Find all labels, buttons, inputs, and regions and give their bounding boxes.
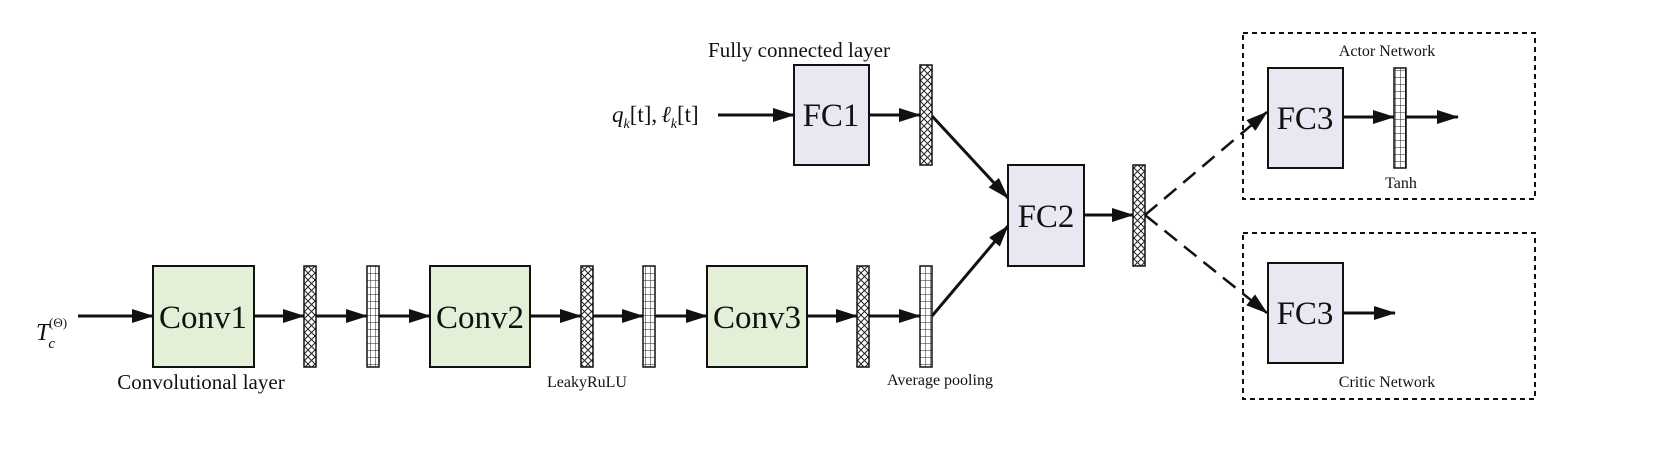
conv2-box [429, 265, 531, 368]
fc-layer-caption: Fully connected layer [708, 38, 890, 62]
conv1-label: Conv1 [159, 300, 247, 336]
conv2-label: Conv2 [436, 300, 524, 336]
fc1-box [793, 64, 870, 166]
critic-network-caption: Critic Network [1339, 374, 1435, 391]
svg-text:Tc(Θ): Tc(Θ) [36, 315, 67, 352]
arrow-pool-fc2 [930, 225, 1010, 317]
queue-input-label: qk[t],ℓk[t] [612, 102, 699, 132]
fc3-actor-label: FC3 [1277, 101, 1334, 137]
fc2-label: FC2 [1018, 199, 1075, 235]
critic-network-frame [1242, 232, 1536, 400]
tanh-caption: Tanh [1385, 175, 1417, 192]
fc2-activation-bar [1132, 164, 1146, 267]
tanh-bar [1393, 67, 1407, 169]
activation-bar-3 [856, 265, 870, 368]
conv-layer-caption: Convolutional layer [117, 370, 284, 394]
activation-bar-2 [580, 265, 594, 368]
fc3-actor-box [1267, 67, 1344, 169]
fc1-label: FC1 [803, 98, 860, 134]
fc1-activation-bar [919, 64, 933, 166]
actor-network-caption: Actor Network [1339, 43, 1435, 60]
activation-bar-1 [303, 265, 317, 368]
fc3-critic-label: FC3 [1277, 296, 1334, 332]
fc2-box [1007, 164, 1085, 267]
arrow-fc1-fc2 [930, 114, 1010, 200]
dashed-arrow-to-actor [1144, 111, 1268, 216]
conv3-box [706, 265, 808, 368]
conv3-label: Conv3 [713, 300, 801, 336]
leaky-relu-caption: LeakyRuLU [547, 374, 627, 391]
avg-pool-bar [919, 265, 933, 368]
avg-pooling-caption: Average pooling [887, 372, 993, 389]
feature-bar-1 [366, 265, 380, 368]
actor-network-frame [1242, 32, 1536, 200]
thermal-input-label: Tc(Θ) [36, 315, 67, 352]
fc3-critic-box [1267, 262, 1344, 364]
svg-text:qk[t],ℓk[t]: qk[t],ℓk[t] [612, 102, 699, 132]
feature-bar-2 [642, 265, 656, 368]
dashed-arrow-to-critic [1144, 214, 1268, 314]
